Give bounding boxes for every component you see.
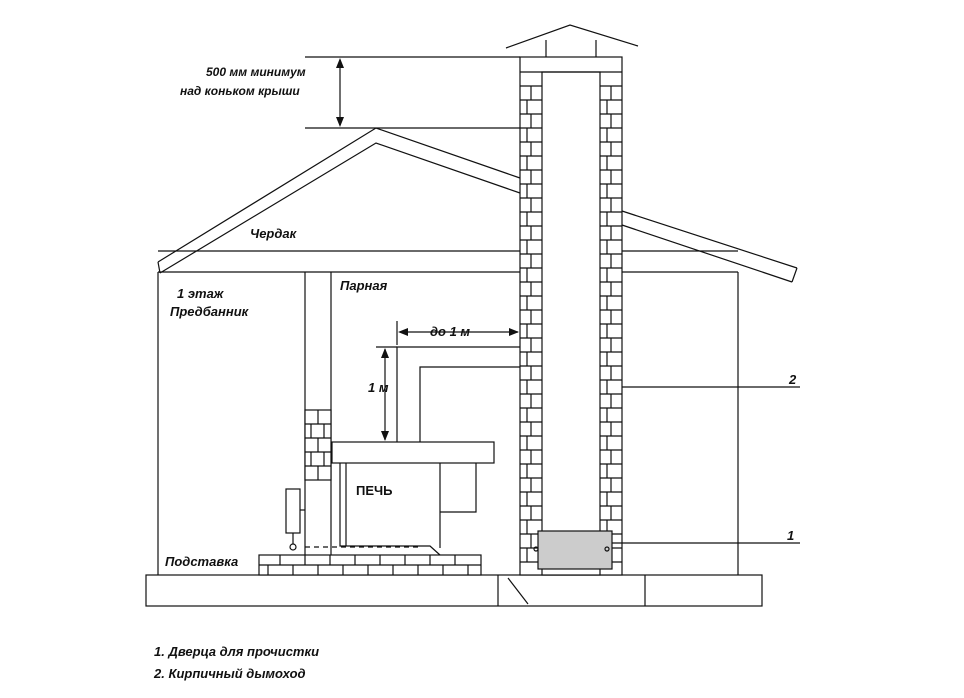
distance-dimension-vertical (376, 346, 397, 441)
height-note-line1: 500 мм минимум (206, 65, 306, 79)
distance-dimension-horizontal (396, 321, 519, 345)
stove-pipe (396, 346, 520, 442)
label-distance-horizontal: до 1 м (430, 324, 470, 339)
legend-item-cleanout-door: 1. Дверца для прочистки (154, 644, 319, 659)
callout-leaders (612, 386, 800, 544)
ceiling-beam (158, 250, 738, 273)
height-dimension (305, 56, 520, 129)
legend: 1. Дверца для прочистки 2. Кирпичный дым… (153, 644, 319, 681)
label-stand: Подставка (165, 554, 238, 569)
roof-right (621, 210, 798, 283)
label-distance-vertical: 1 м (368, 380, 389, 395)
callout-number-1: 1 (787, 528, 794, 543)
foundation (145, 574, 763, 607)
brick-chimney (519, 56, 623, 576)
chimney-brick-joints (520, 85, 622, 563)
label-dressing-room: Предбанник (170, 304, 250, 319)
partition-bricks (304, 409, 332, 481)
stove (305, 441, 495, 556)
callout-number-2: 2 (788, 372, 797, 387)
label-stove: ПЕЧЬ (356, 483, 393, 498)
height-note-line2: над коньком крыши (180, 84, 300, 98)
cleanout-door (533, 530, 613, 570)
legend-item-brick-chimney: 2. Кирпичный дымоход (153, 666, 306, 681)
firebox-door (285, 488, 305, 551)
label-steam-room: Парная (340, 278, 388, 293)
chimney-cap (505, 24, 639, 57)
label-attic: Чердак (250, 226, 298, 241)
brick-stand (258, 554, 482, 576)
label-floor-1: 1 этаж (177, 286, 225, 301)
house-walls (157, 271, 739, 575)
